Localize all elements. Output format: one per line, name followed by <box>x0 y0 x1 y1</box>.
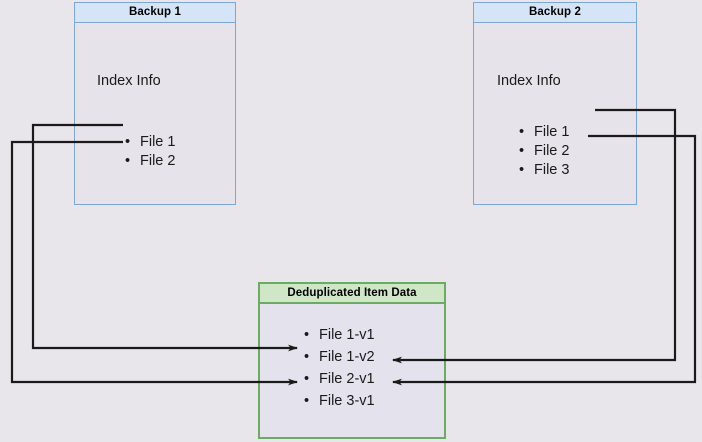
node-backup-1[interactable]: Backup 1 Index Info File 1 File 2 <box>74 2 236 205</box>
backup-1-index-info-label: Index Info <box>97 73 161 89</box>
list-item[interactable]: File 1-v2 <box>304 346 375 368</box>
node-deduplicated-item-data[interactable]: Deduplicated Item Data File 1-v1 File 1-… <box>258 282 446 439</box>
list-item[interactable]: File 1-v1 <box>304 324 375 346</box>
list-item[interactable]: File 2 <box>125 152 175 171</box>
node-dedup-body: File 1-v1 File 1-v2 File 2-v1 File 3-v1 <box>260 304 444 437</box>
list-item[interactable]: File 3 <box>519 161 569 180</box>
backup-1-file-list: File 1 File 2 <box>125 133 175 171</box>
node-backup-2-body: Index Info File 1 File 2 File 3 <box>474 23 636 204</box>
node-backup-2[interactable]: Backup 2 Index Info File 1 File 2 File 3 <box>473 2 637 205</box>
dedup-file-list: File 1-v1 File 1-v2 File 2-v1 File 3-v1 <box>304 324 375 412</box>
node-backup-1-body: Index Info File 1 File 2 <box>75 23 235 204</box>
backup-2-file-list: File 1 File 2 File 3 <box>519 123 569 180</box>
list-item[interactable]: File 1 <box>125 133 175 152</box>
node-dedup-header: Deduplicated Item Data <box>260 284 444 304</box>
list-item[interactable]: File 3-v1 <box>304 390 375 412</box>
list-item[interactable]: File 2-v1 <box>304 368 375 390</box>
node-backup-1-header: Backup 1 <box>75 3 235 23</box>
node-backup-2-header: Backup 2 <box>474 3 636 23</box>
list-item[interactable]: File 1 <box>519 123 569 142</box>
backup-2-index-info-label: Index Info <box>497 73 561 89</box>
list-item[interactable]: File 2 <box>519 142 569 161</box>
